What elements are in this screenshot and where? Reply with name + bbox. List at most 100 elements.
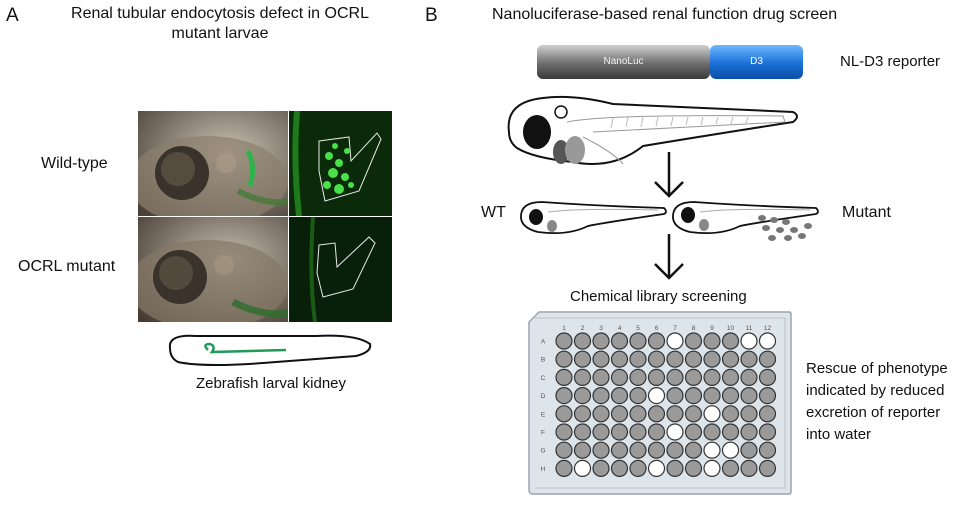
plate-well [573,386,592,405]
plate-well [703,459,721,477]
plate-well [684,423,703,441]
plate-column-label: 11 [746,325,753,332]
ocrl-mutant-label: OCRL mutant [18,258,116,275]
plate-well [666,332,684,350]
plate-well [573,350,592,368]
plate-well [555,441,573,459]
mutant-fluorescence-image [289,217,392,322]
plate-column-label: 3 [599,325,603,332]
plate-well [740,423,758,441]
plate-well [647,386,666,405]
plate-well [758,350,777,368]
plate-row-label: B [541,357,545,364]
plate-well [721,368,740,387]
plate-well [573,459,592,477]
plate-well [666,441,684,459]
plate-well [592,332,610,350]
plate-well [629,423,647,441]
panel-a-title-line1: Renal tubular endocytosis defect in OCRL [71,5,369,22]
plate-well [721,386,740,405]
plate-well [555,386,573,405]
d3-segment: D3 [710,45,803,79]
arrow-down-icon [654,152,684,198]
arrow-down-icon [654,234,684,280]
plate-well [555,423,573,441]
plate-column-label: 1 [562,325,566,332]
plate-well [740,332,758,350]
plate-well [629,368,647,387]
plate-well [629,350,647,368]
plate-well [703,332,721,350]
rescue-line-3: excretion of reporter [806,404,941,421]
plate-row-label: C [541,375,546,382]
plate-well [610,441,629,459]
wt-larva-drawing [520,201,667,235]
plate-well [666,405,684,423]
mutant-larva-drawing [672,201,819,241]
plate-well [592,368,610,387]
plate-well [703,368,721,387]
plate-well [647,332,666,350]
wildtype-fluorescence-svg [289,111,392,216]
wt-label: WT [481,204,506,221]
plate-well [610,459,629,477]
screening-label: Chemical library screening [570,288,747,305]
plate-column-label: 12 [764,325,772,332]
plate-column-label: 6 [655,325,659,332]
plate-well [703,350,721,368]
plate-well [721,459,740,477]
plate-well [666,459,684,477]
plate-well [555,405,573,423]
rescue-line-4: into water [806,426,872,443]
panel-a-title: Renal tubular endocytosis defect in OCRL… [30,4,410,44]
plate-row-label: F [541,430,545,437]
rescue-line-1: Rescue of phenotype [806,360,948,377]
plate-well [721,405,740,423]
plate-well [684,459,703,477]
plate-well [629,459,647,477]
plate-well [703,386,721,405]
large-larva-drawing [507,95,798,165]
plate-well [629,332,647,350]
mutant-fluorescence-svg [289,217,392,322]
panel-b-letter: B [425,5,438,26]
plate-well [610,332,629,350]
plate-column-label: 2 [581,325,585,332]
plate-column-label: 8 [692,325,696,332]
plate-well [573,332,592,350]
plate-well [629,386,647,405]
plate-well [629,441,647,459]
rescue-text: Rescue of phenotype indicated by reduced… [806,358,948,446]
plate-well [610,423,629,441]
panel-a-letter: A [6,5,19,26]
plate-well [740,368,758,387]
plate-well [740,386,758,405]
plate-column-label: 4 [618,325,622,332]
plate-well [666,423,684,441]
plate-well [703,405,721,423]
plate-well [721,350,740,368]
plate-well [592,405,610,423]
plate-column-label: 10 [727,325,735,332]
plate-well [758,386,777,405]
plate-well [684,386,703,405]
mutant-label: Mutant [842,204,891,221]
plate-well [740,405,758,423]
plate-column-label: 9 [710,325,714,332]
reporter-label: NL-D3 reporter [840,53,941,70]
plate-column-label: 7 [673,325,677,332]
plate-well [592,441,610,459]
plate-well [684,332,703,350]
panel-b-title: Nanoluciferase-based renal function drug… [492,6,838,23]
plate-row-label: G [540,448,545,455]
plate-row-label: A [541,339,546,346]
wildtype-larva-image [138,111,288,216]
plate-well [610,368,629,387]
plate-well [610,405,629,423]
plate-well [647,459,666,477]
plate-well [592,386,610,405]
nanoluc-segment: NanoLuc [537,45,710,79]
plate-well [555,459,573,477]
